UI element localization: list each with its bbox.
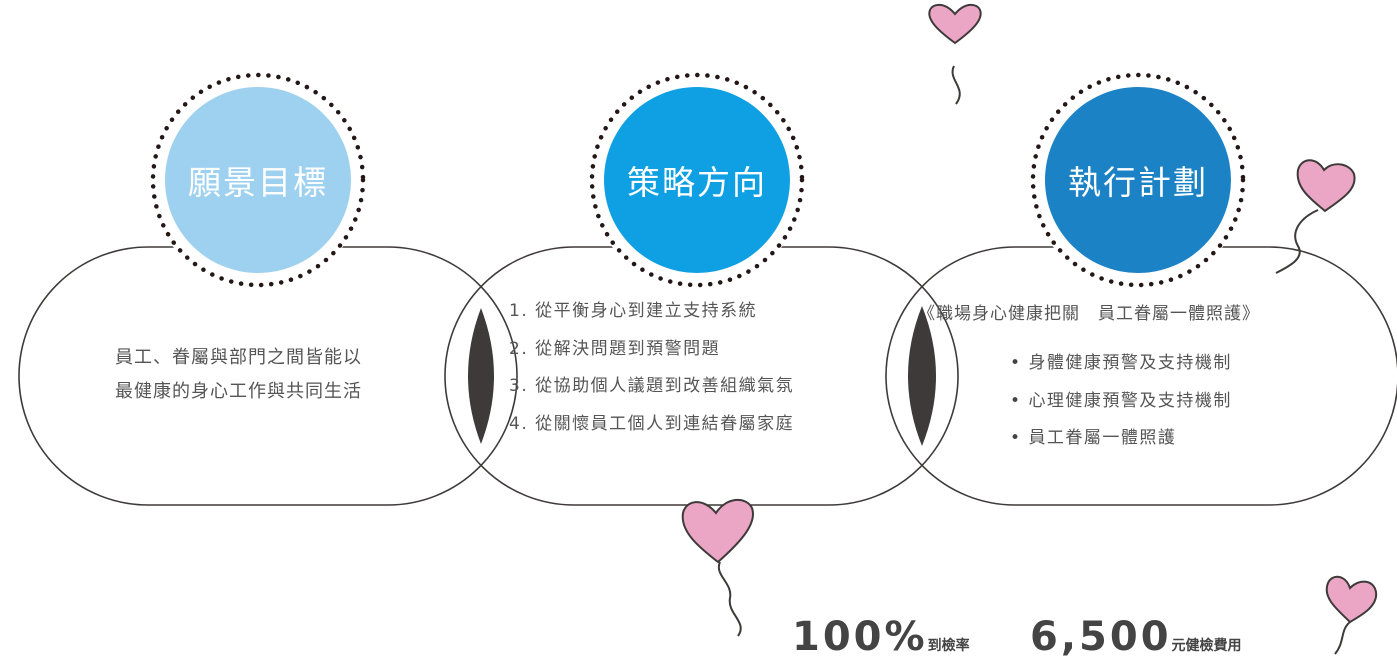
step-2-list: 1. 從平衡身心到建立支持系統 2. 從解決問題到預警問題 3. 從協助個人議題… (509, 293, 794, 443)
heart-balloon-icon (928, 3, 982, 105)
heart-balloon-icon (681, 499, 754, 637)
overlap-lens-2 (908, 306, 936, 446)
circle-fill-1 (165, 87, 351, 273)
stat-value: 100% (792, 614, 928, 660)
circle-badge-2 (589, 72, 805, 288)
step-2-title: 策略方向 (627, 163, 767, 202)
list-item: 4. 從關懷員工個人到連結眷屬家庭 (509, 413, 795, 434)
list-item: 1. 從平衡身心到建立支持系統 (509, 301, 758, 321)
description-line: 最健康的身心工作與共同生活 (115, 381, 362, 402)
stat-value: 6,500 (1030, 614, 1172, 660)
stat-inspection-rate: 100%到檢率 (792, 614, 970, 660)
heart-balloon-icon (1325, 575, 1378, 655)
overlap-lens-1 (468, 308, 494, 444)
circle-badge-3 (1030, 72, 1246, 288)
step-3-title: 執行計劃 (1068, 163, 1208, 202)
circle-fill-2 (604, 87, 790, 273)
list-item: 身體健康預警及支持機制 (1010, 345, 1232, 383)
list-item: 3. 從協助個人議題到改善組織氣氛 (509, 376, 795, 396)
dotted-ring-1 (150, 72, 366, 288)
list-item: 心理健康預警及支持機制 (1010, 383, 1232, 421)
step-3-list: 身體健康預警及支持機制 心理健康預警及支持機制 員工眷屬一體照護 (1010, 345, 1232, 458)
list-item: 2. 從解決問題到預警問題 (509, 338, 721, 359)
list-item: 員工眷屬一體照護 (1010, 420, 1232, 458)
stat-health-check-fee: 6,500元健檢費用 (1030, 614, 1242, 660)
circle-fill-3 (1045, 87, 1231, 273)
description-line: 員工、眷屬與部門之間皆能以 (115, 347, 362, 368)
dotted-ring-2 (589, 72, 805, 288)
step-1-description: 員工、眷屬與部門之間皆能以 最健康的身心工作與共同生活 (115, 341, 445, 409)
stat-label: 到檢率 (927, 638, 970, 654)
step-1-title: 願景目標 (188, 163, 328, 202)
circle-badge-1 (150, 72, 366, 288)
dotted-ring-3 (1030, 72, 1246, 288)
step-3-subtitle: 《職場身心健康把關 員工眷屬一體照護》 (918, 304, 1260, 324)
heart-balloon-icon (1275, 159, 1356, 274)
stat-label: 元健檢費用 (1171, 638, 1242, 654)
